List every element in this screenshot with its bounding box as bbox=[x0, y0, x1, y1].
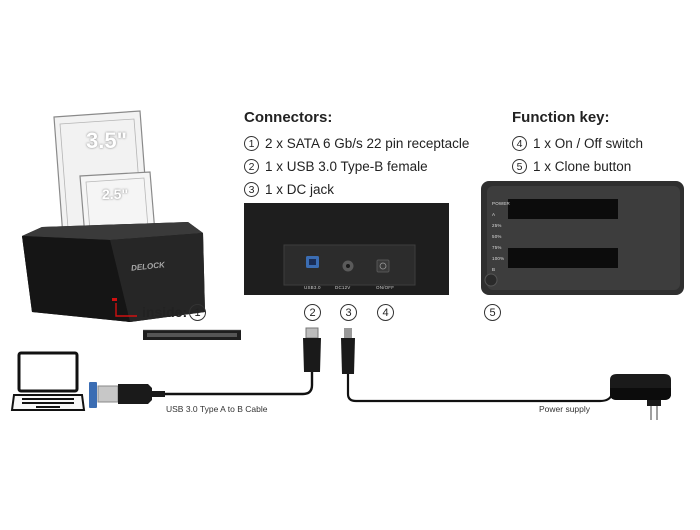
callout-1: 1 bbox=[189, 304, 206, 321]
laptop-icon bbox=[10, 351, 86, 411]
inside-label: inside: bbox=[142, 304, 188, 320]
function-key-list: 4 1 x On / Off switch 5 1 x Clone button bbox=[512, 132, 643, 178]
connector-text: 1 x DC jack bbox=[265, 182, 335, 197]
back-panel-illustration bbox=[244, 203, 449, 295]
function-key-title: Function key: bbox=[512, 109, 610, 126]
slot-b bbox=[508, 248, 618, 268]
connector-number: 2 bbox=[244, 159, 259, 174]
clone-button bbox=[484, 273, 498, 287]
docking-station-illustration bbox=[22, 110, 205, 322]
drive-35-label: 3.5" bbox=[86, 128, 128, 153]
led-labels: POWER A 25% 50% 75% 100% B bbox=[492, 201, 511, 278]
connector-item-usb: 2 1 x USB 3.0 Type-B female bbox=[244, 155, 469, 178]
connector-item-dc: 3 1 x DC jack bbox=[244, 178, 469, 201]
connectors-list: 1 2 x SATA 6 Gb/s 22 pin receptacle 2 1 … bbox=[244, 132, 469, 201]
function-number: 4 bbox=[512, 136, 527, 151]
led-label: 25% bbox=[492, 223, 502, 228]
connectors-title: Connectors: bbox=[244, 109, 333, 126]
callout-3: 3 bbox=[340, 304, 357, 321]
connector-number: 3 bbox=[244, 182, 259, 197]
usb-b-plug bbox=[303, 327, 321, 372]
dc-plug bbox=[341, 328, 355, 374]
connector-number: 1 bbox=[244, 136, 259, 151]
function-number: 5 bbox=[512, 159, 527, 174]
callout-4: 4 bbox=[377, 304, 394, 321]
led-label: 50% bbox=[492, 234, 502, 239]
connector-text: 2 x SATA 6 Gb/s 22 pin receptacle bbox=[265, 136, 470, 151]
callout-2: 2 bbox=[304, 304, 321, 321]
slot-a bbox=[508, 199, 618, 219]
port-label-dc: DC12V bbox=[335, 285, 351, 290]
top-panel-illustration bbox=[481, 181, 684, 295]
led-label: 100% bbox=[492, 256, 505, 261]
led-label: B bbox=[492, 267, 496, 272]
on-off-switch bbox=[376, 259, 390, 273]
connector-item-sata: 1 2 x SATA 6 Gb/s 22 pin receptacle bbox=[244, 132, 469, 155]
power-led bbox=[112, 298, 117, 301]
led-label: 75% bbox=[492, 245, 502, 250]
function-item-switch: 4 1 x On / Off switch bbox=[512, 132, 643, 155]
drive-25-label: 2.5" bbox=[102, 186, 129, 202]
usb-cable-label: USB 3.0 Type A to B Cable bbox=[166, 404, 268, 414]
function-text: 1 x Clone button bbox=[533, 159, 632, 174]
connector-text: 1 x USB 3.0 Type-B female bbox=[265, 159, 428, 174]
led-label: A bbox=[492, 212, 496, 217]
function-item-clone: 5 1 x Clone button bbox=[512, 155, 643, 178]
led-label: POWER bbox=[492, 201, 511, 206]
callout-5: 5 bbox=[484, 304, 501, 321]
inside-pointer-line bbox=[115, 303, 137, 317]
port-label-onoff: ON/OFF bbox=[376, 285, 395, 290]
function-text: 1 x On / Off switch bbox=[533, 136, 644, 151]
usb-cable bbox=[165, 372, 314, 396]
power-cable bbox=[346, 374, 617, 403]
power-supply-illustration bbox=[610, 374, 671, 420]
port-label-usb: USB3.0 bbox=[304, 285, 321, 290]
power-supply-label: Power supply bbox=[539, 404, 591, 414]
sata-connector-illustration bbox=[143, 329, 241, 340]
usb-a-plug bbox=[89, 382, 165, 408]
